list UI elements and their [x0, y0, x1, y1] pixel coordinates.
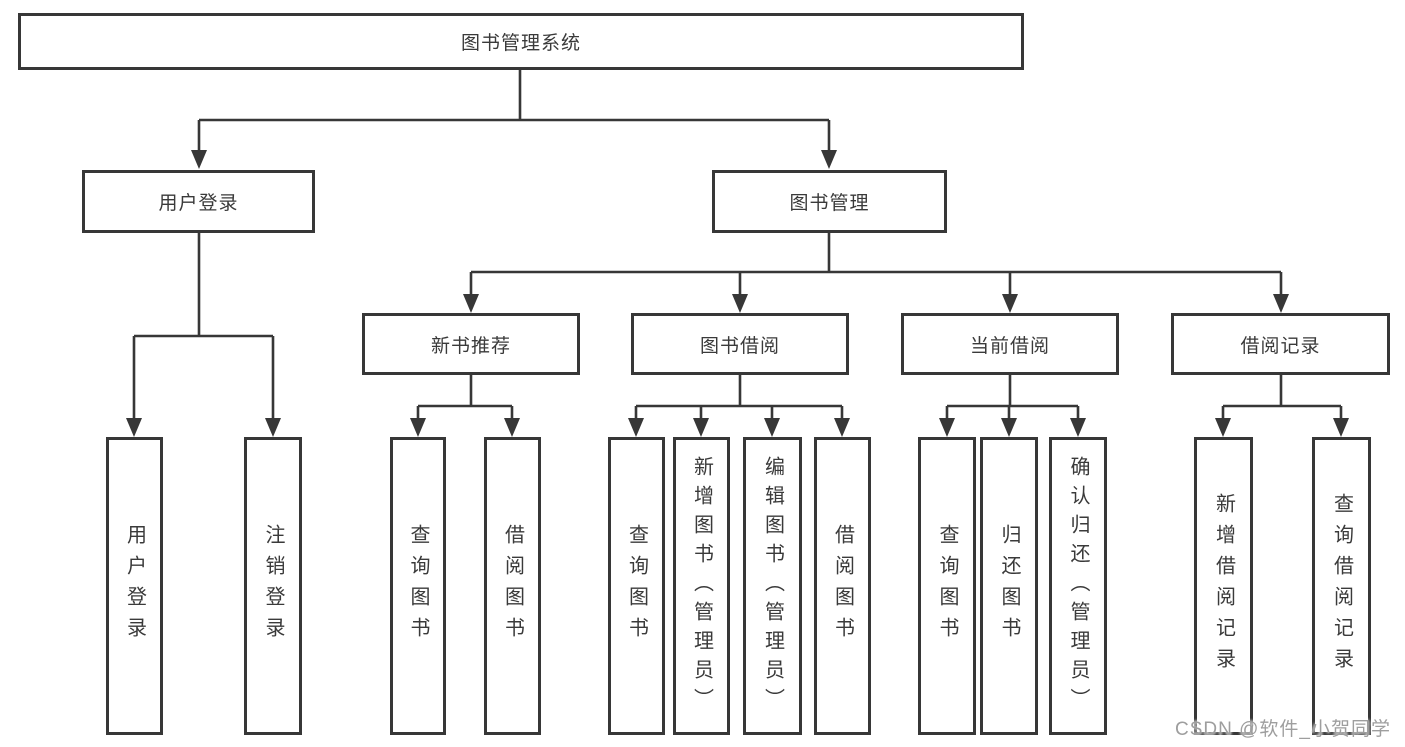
node-current-borrowing: 当前借阅 [901, 313, 1119, 375]
node-leaf-login: 用户登录 [106, 437, 163, 735]
node-user-login: 用户登录 [82, 170, 315, 233]
node-leaf-query-books-current: 查询图书 [918, 437, 976, 735]
node-leaf-add-borrow-record: 新增借阅记录 [1194, 437, 1253, 735]
node-new-book-recommendation: 新书推荐 [362, 313, 580, 375]
node-leaf-add-books-admin: 新增图书（管理员） [673, 437, 730, 735]
node-borrowing-records: 借阅记录 [1171, 313, 1390, 375]
node-leaf-query-borrow-record: 查询借阅记录 [1312, 437, 1371, 735]
csdn-watermark: CSDN @软件_小贺同学 [1175, 719, 1391, 740]
node-leaf-query-books-borrow: 查询图书 [608, 437, 665, 735]
node-leaf-confirm-return-admin: 确认归还（管理员） [1049, 437, 1107, 735]
node-leaf-borrow-books-rec: 借阅图书 [484, 437, 541, 735]
node-book-borrowing: 图书借阅 [631, 313, 849, 375]
node-leaf-return-books: 归还图书 [980, 437, 1038, 735]
node-leaf-borrow-books: 借阅图书 [814, 437, 871, 735]
node-leaf-query-books-rec: 查询图书 [390, 437, 446, 735]
node-library-management-system: 图书管理系统 [18, 13, 1024, 70]
tree-edges [132, 70, 1343, 420]
node-book-management: 图书管理 [712, 170, 947, 233]
node-leaf-logout: 注销登录 [244, 437, 302, 735]
node-leaf-edit-books-admin: 编辑图书（管理员） [743, 437, 802, 735]
